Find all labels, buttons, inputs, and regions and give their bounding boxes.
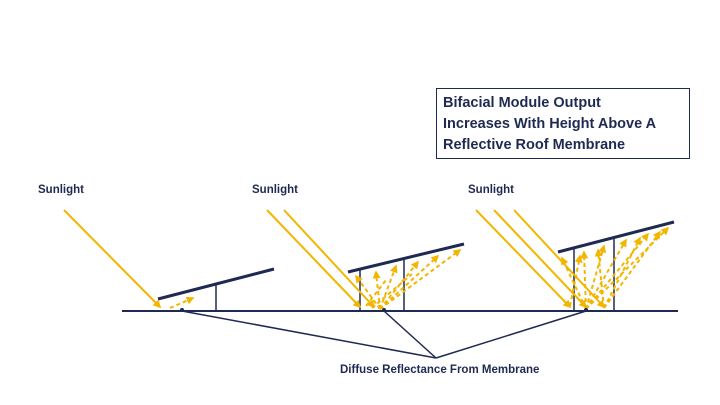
reflected-rays bbox=[561, 226, 670, 310]
sunlight-label-2: Sunlight bbox=[252, 184, 298, 196]
sunlight-rays bbox=[475, 209, 606, 309]
sunlight-label-1: Sunlight bbox=[38, 184, 84, 196]
title-line-1: Bifacial Module Output bbox=[443, 95, 601, 111]
scene-high-module bbox=[475, 209, 675, 311]
module-panel bbox=[557, 220, 675, 254]
scene-medium-module bbox=[266, 209, 465, 311]
reflectance-pointer-lines bbox=[181, 310, 587, 359]
reflectance-label: Diffuse Reflectance From Membrane bbox=[340, 364, 540, 376]
reflected-ray bbox=[169, 296, 195, 309]
title-line-3: Reflective Roof Membrane bbox=[443, 137, 626, 153]
sunlight-rays bbox=[266, 209, 376, 309]
module-panel bbox=[347, 242, 465, 274]
reflection-points bbox=[180, 308, 588, 312]
sunlight-label-3: Sunlight bbox=[468, 184, 514, 196]
sunlight-ray bbox=[63, 209, 162, 309]
scene-low-module bbox=[63, 209, 275, 311]
title-line-2: Increases With Height Above A bbox=[443, 116, 657, 132]
reflected-rays bbox=[355, 249, 462, 310]
title-box: Bifacial Module Output Increases With He… bbox=[436, 88, 690, 159]
